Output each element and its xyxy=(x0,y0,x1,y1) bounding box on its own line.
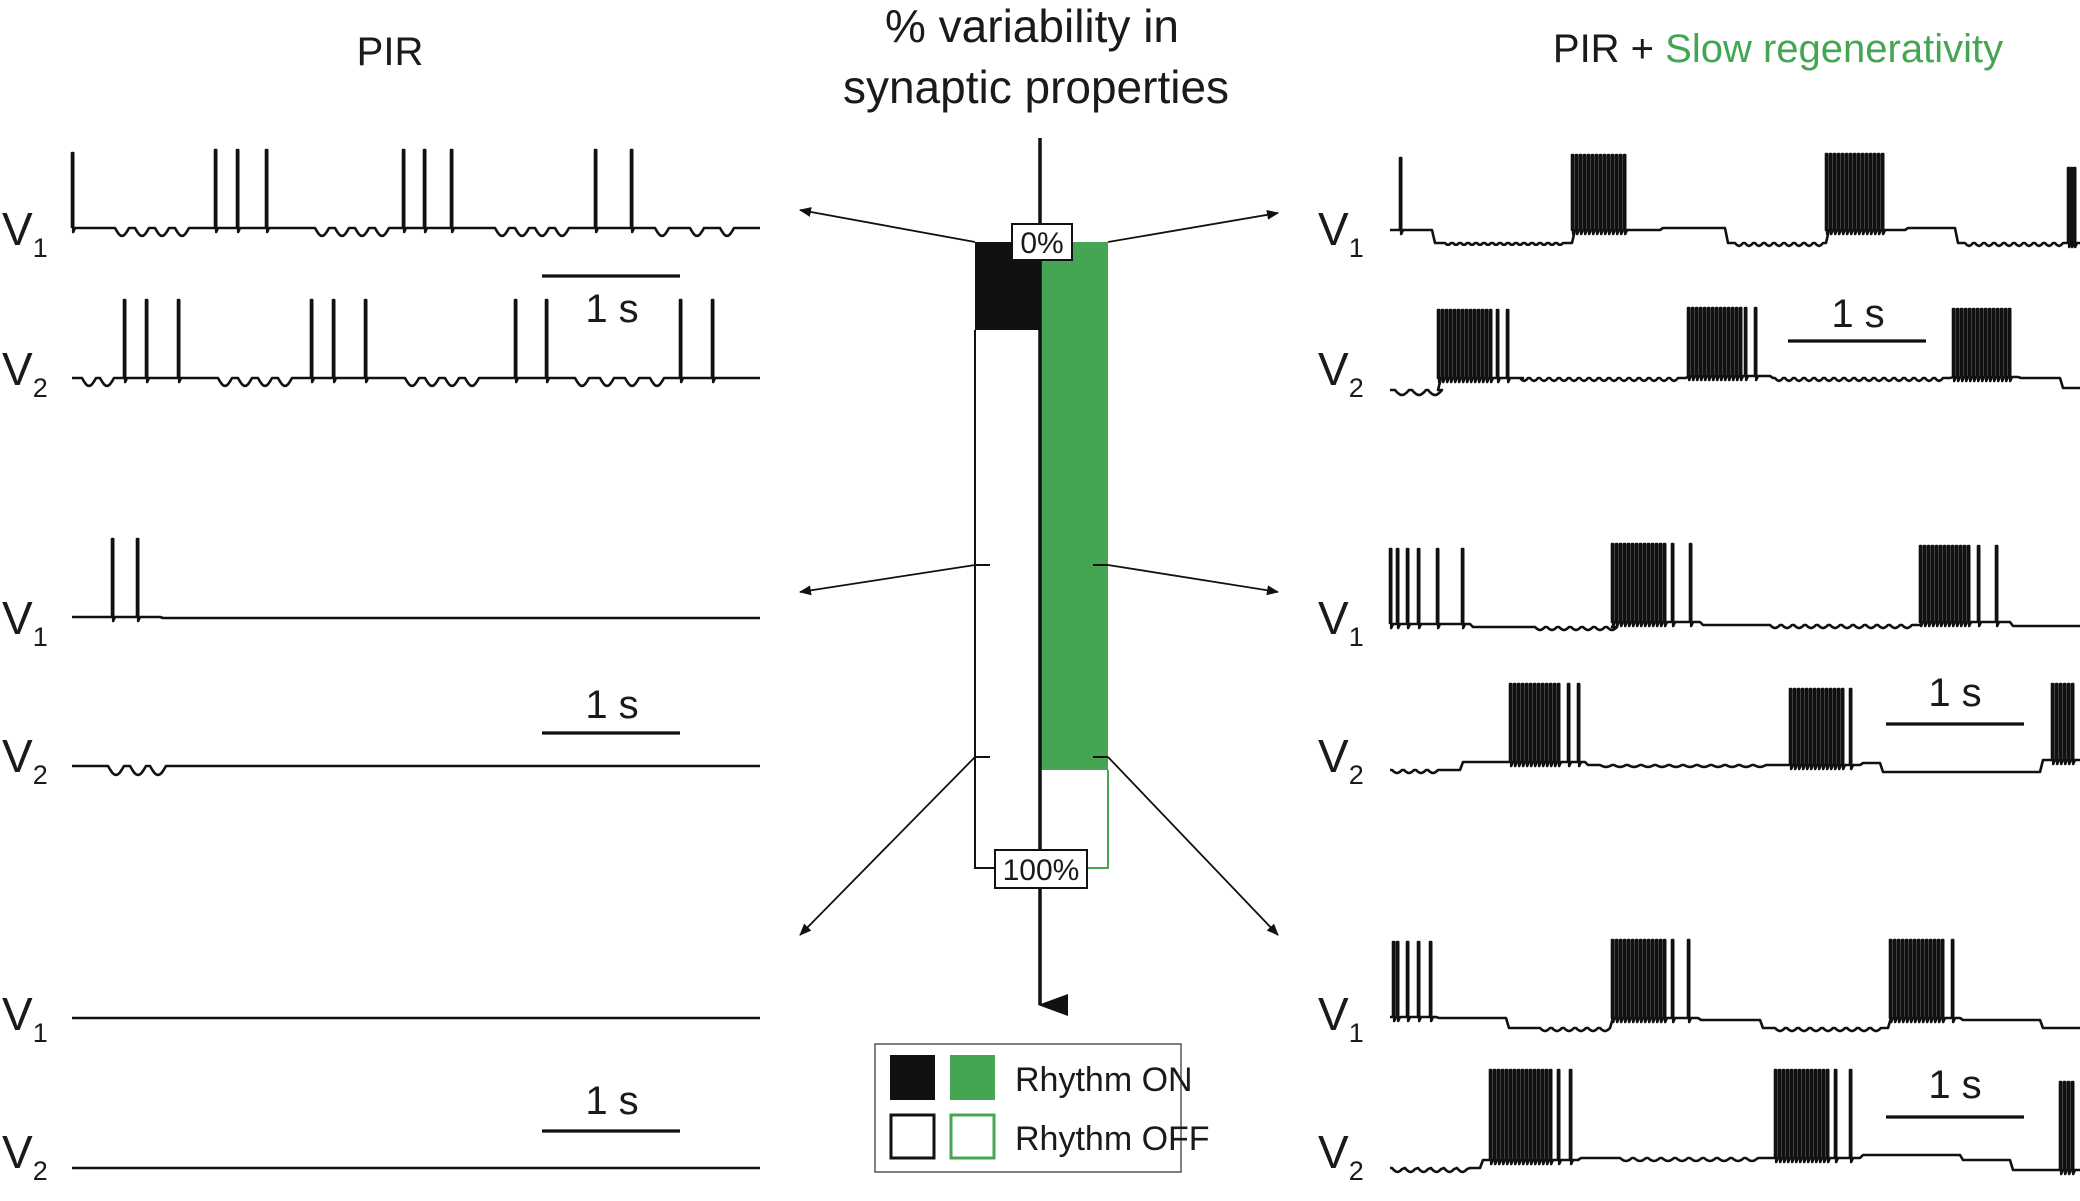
left-top-v1-trace xyxy=(70,148,760,238)
left-low-v2-label: V2 xyxy=(2,1126,48,1186)
right-top-scale-label: 1 s xyxy=(1831,292,1884,336)
connector-arrows xyxy=(799,207,1279,936)
right-low-v2-trace xyxy=(1390,1068,2080,1176)
legend-swatch-off-green xyxy=(949,1113,996,1160)
axis-label-top-box xyxy=(1011,223,1073,261)
right-title-highlight: Slow regenerativity xyxy=(1665,27,2003,71)
arrow-low-right xyxy=(1107,756,1279,936)
left-mid-scale-label: 1 s xyxy=(585,683,638,727)
right-mid-v1-trace xyxy=(1388,542,2080,632)
right-top-v2-trace xyxy=(1390,306,2080,397)
right-voltage-labels: V1 V2 V1 V2 V1 V2 xyxy=(1318,203,1364,1186)
right-low-v1-trace xyxy=(1390,938,2080,1033)
left-mid-v2-label: V2 xyxy=(2,730,48,790)
arrow-mid-right xyxy=(1107,564,1279,596)
scale-bars: 1 s 1 s 1 s 1 s 1 s 1 s xyxy=(542,274,2024,1133)
axis-label-bottom-box xyxy=(994,849,1088,889)
legend-swatch-on-green xyxy=(950,1055,995,1100)
trace-line xyxy=(1388,542,2080,632)
arrow-low-left xyxy=(799,756,976,936)
variability-axis: 0% 100% xyxy=(974,138,1109,1016)
trace-line xyxy=(1390,306,2080,397)
left-voltage-labels: V1 V2 V1 V2 V1 V2 xyxy=(2,203,48,1186)
legend-swatch-off-black xyxy=(889,1113,936,1160)
right-top-v1-label: V1 xyxy=(1318,203,1364,263)
axis-label-top: 0% xyxy=(1020,227,1063,260)
left-low-scale-label: 1 s xyxy=(585,1079,638,1123)
right-top-v1-trace xyxy=(1390,152,2080,249)
center-title-line2: synaptic properties xyxy=(843,61,1229,113)
legend-label-on: Rhythm ON xyxy=(1015,1061,1193,1099)
left-title: PIR xyxy=(357,30,424,74)
legend-label-off: Rhythm OFF xyxy=(1015,1120,1210,1158)
legend: Rhythm ON Rhythm OFF xyxy=(874,1043,1210,1173)
trace-line xyxy=(72,537,761,623)
right-mid-scale-label: 1 s xyxy=(1928,671,1981,715)
right-mid-v2-label: V2 xyxy=(1318,730,1364,790)
right-low-scale-label: 1 s xyxy=(1928,1063,1981,1107)
slow-regenerativity-rhythm-on-bar xyxy=(1040,242,1108,770)
left-mid-v1-trace xyxy=(72,537,761,623)
pir-rhythm-off-bar xyxy=(974,330,1040,869)
left-top-v2-label: V2 xyxy=(2,343,48,403)
left-top-v1-label: V1 xyxy=(2,203,48,263)
right-title: PIR + Slow regenerativity xyxy=(1553,27,2003,71)
left-mid-v2-trace xyxy=(72,764,760,777)
arrow-mid-left xyxy=(799,564,976,596)
left-top-scale-label: 1 s xyxy=(585,287,638,331)
trace-line xyxy=(1390,1068,2080,1176)
trace-line xyxy=(1390,938,2080,1033)
right-top-v2-label: V2 xyxy=(1318,343,1364,403)
axis-label-bottom: 100% xyxy=(1003,854,1080,887)
right-mid-v1-label: V1 xyxy=(1318,592,1364,652)
arrow-top-right xyxy=(1107,209,1279,243)
left-low-v1-label: V1 xyxy=(2,988,48,1048)
left-mid-v1-label: V1 xyxy=(2,592,48,652)
legend-swatch-on-black xyxy=(890,1055,935,1100)
right-title-prefix: PIR + xyxy=(1553,27,1665,71)
right-low-v2-label: V2 xyxy=(1318,1126,1364,1186)
center-title-line1: % variability in xyxy=(885,0,1179,52)
trace-line xyxy=(1390,682,2080,775)
right-low-v1-label: V1 xyxy=(1318,988,1364,1048)
right-mid-v2-trace xyxy=(1390,682,2080,775)
left-top-v2-trace xyxy=(72,298,761,388)
arrow-top-left xyxy=(799,207,976,243)
trace-line xyxy=(72,764,760,777)
trace-line xyxy=(1390,152,2080,249)
trace-line xyxy=(70,148,760,238)
trace-line xyxy=(72,298,761,388)
